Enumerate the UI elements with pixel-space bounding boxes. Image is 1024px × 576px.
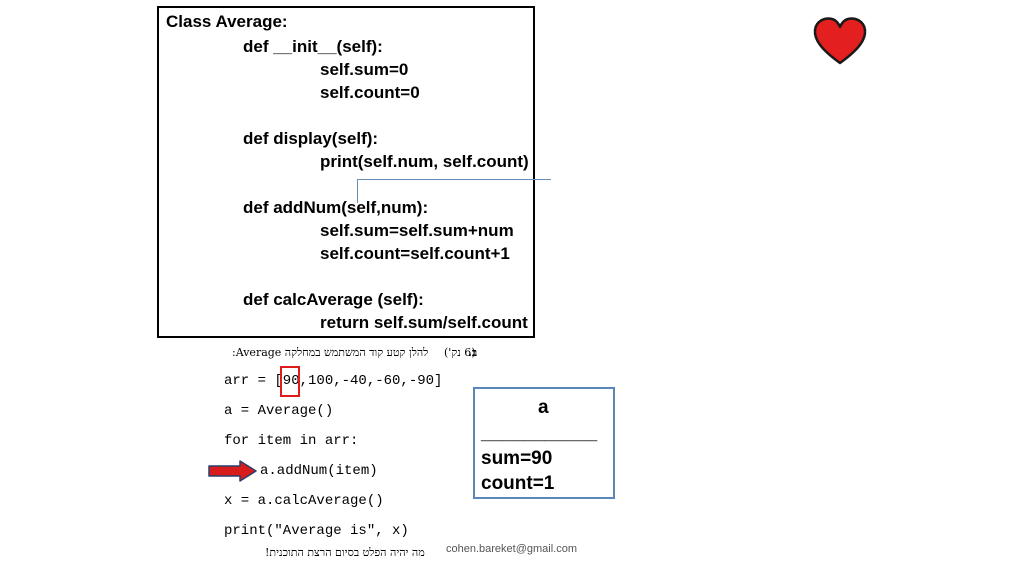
heart-icon <box>813 17 867 65</box>
class-code-box <box>157 6 535 338</box>
program-line-print: print("Average is", x) <box>224 523 409 539</box>
arrow-right-icon <box>208 460 257 482</box>
addnum-def: def addNum(self,num): <box>243 198 429 217</box>
display-print: print(self.num, self.count) <box>320 152 529 171</box>
question-points: (6 נק') <box>444 346 476 359</box>
object-state-box <box>473 387 615 499</box>
connector-line-horizontal <box>357 179 551 180</box>
question-text: להלן קטע קוד המשתמש במחלקה Average: <box>232 346 429 359</box>
calcaverage-def: def calcAverage (self): <box>243 290 424 309</box>
init-count: self.count=0 <box>320 83 420 102</box>
program-line-new: a = Average() <box>224 403 334 419</box>
program-line-for: for item in arr: <box>224 433 359 449</box>
display-def: def display(self): <box>243 129 379 148</box>
init-def: def __init__(self): <box>243 37 383 56</box>
connector-line-vertical <box>357 179 358 203</box>
object-divider: ___________ <box>481 423 598 444</box>
program-line-arr: arr = [90,100,-40,-60,-90] <box>224 373 443 389</box>
init-sum: self.sum=0 <box>320 60 409 79</box>
class-header: Class Average: <box>166 12 288 31</box>
calcaverage-return: return self.sum/self.count <box>320 313 528 332</box>
program-line-addnum: a.addNum(item) <box>260 463 378 479</box>
question-letter: ב. <box>468 346 478 359</box>
program-line-calc: x = a.calcAverage() <box>224 493 384 509</box>
object-field-count: count=1 <box>481 473 555 494</box>
addnum-count: self.count=self.count+1 <box>320 244 510 263</box>
author-email: cohen.bareket@gmail.com <box>446 543 578 555</box>
footer-question: מה יהיה הפלט בסיום הרצת התוכנית! <box>265 546 425 559</box>
addnum-sum: self.sum=self.sum+num <box>320 221 514 240</box>
object-name: a <box>538 397 549 418</box>
highlight-first-element <box>280 366 300 397</box>
object-field-sum: sum=90 <box>481 448 553 469</box>
